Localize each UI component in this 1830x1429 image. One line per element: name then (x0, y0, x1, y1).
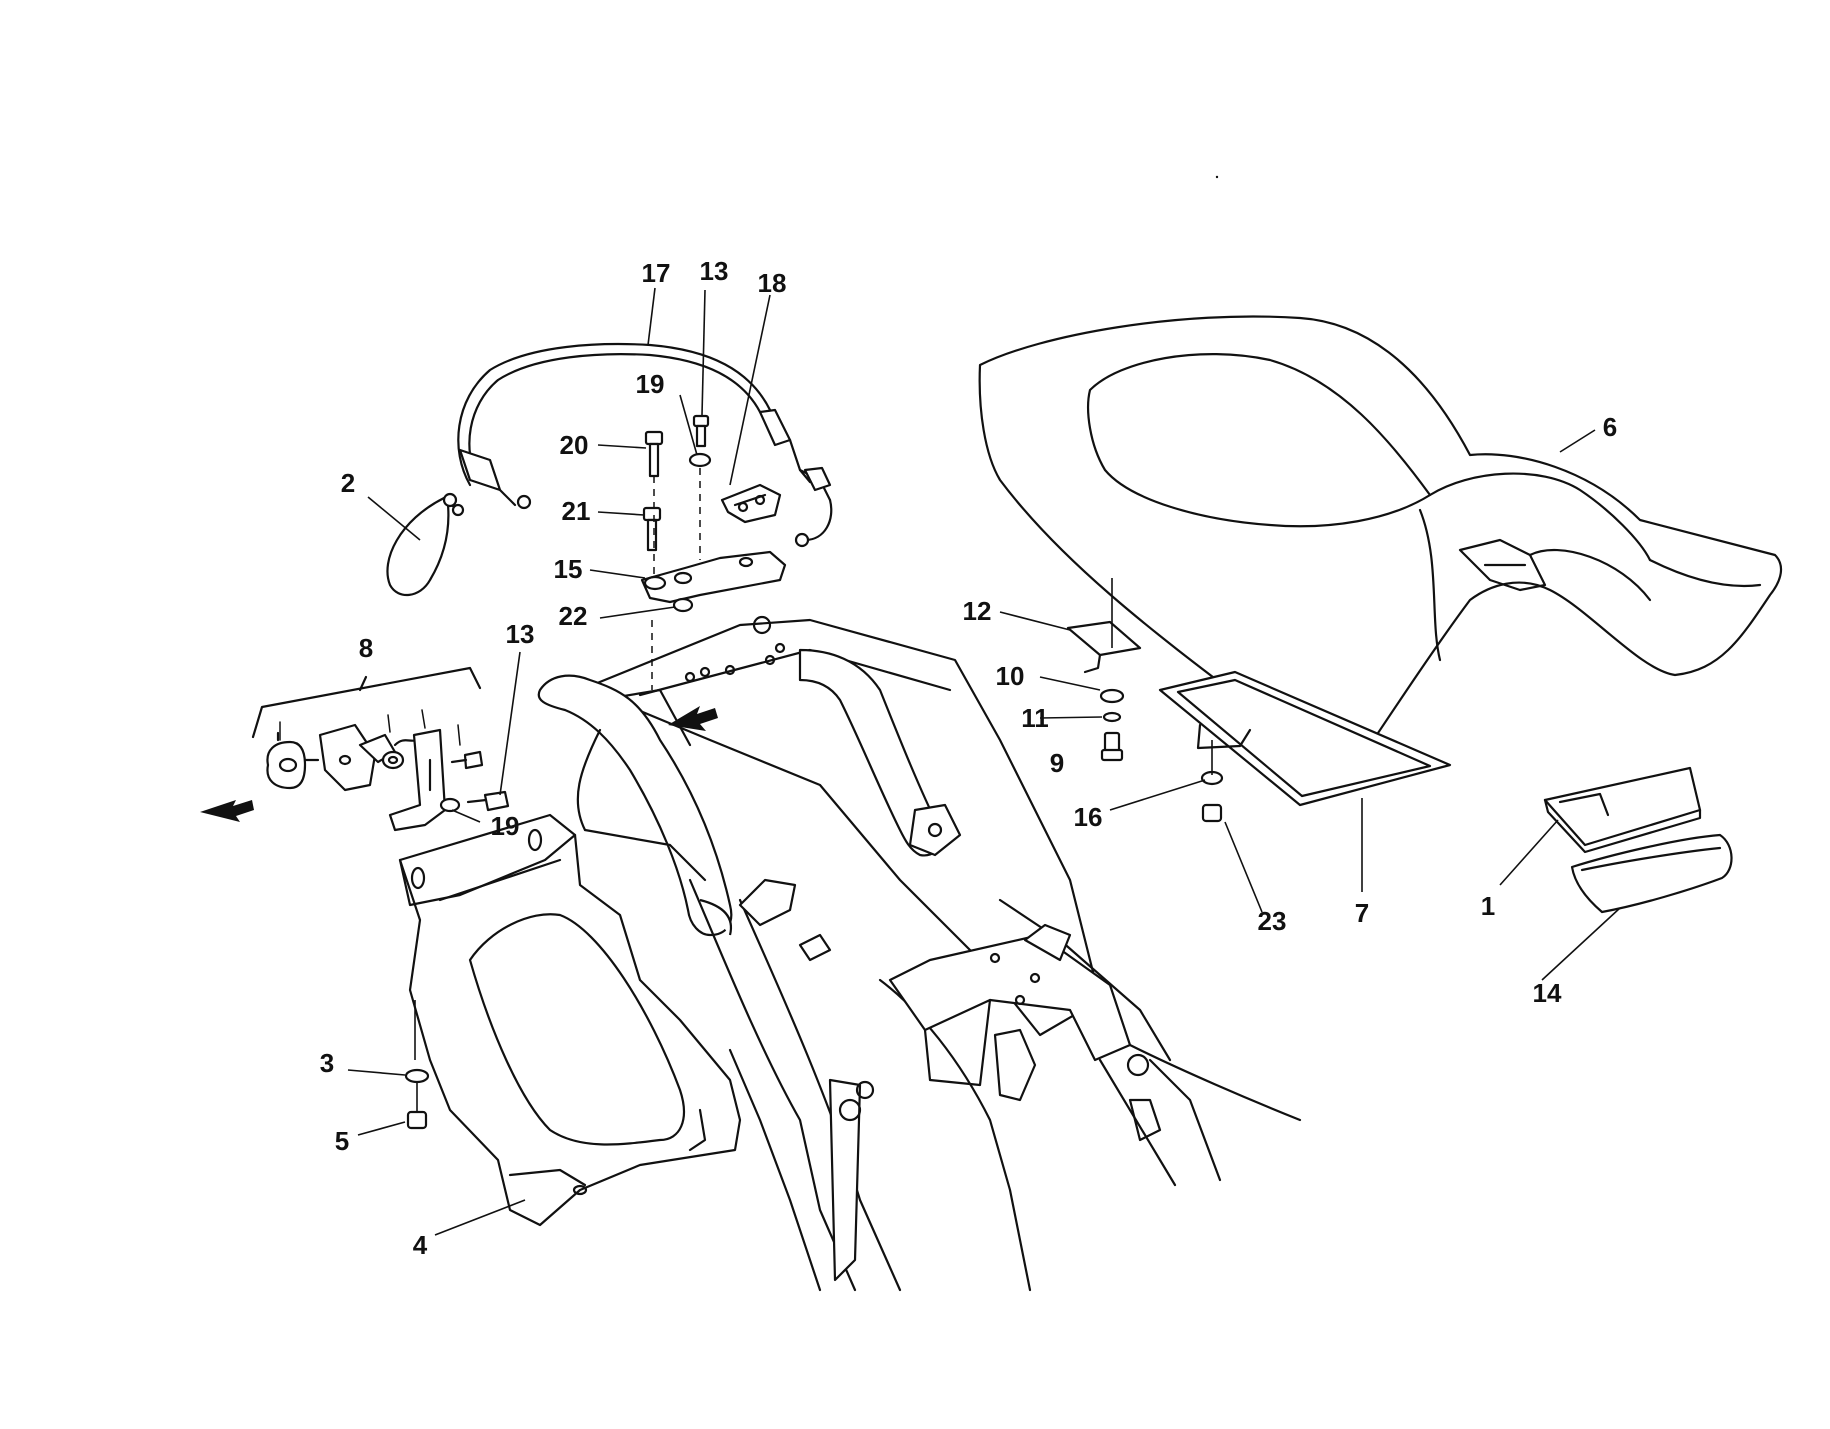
callout-15: 15 (554, 554, 583, 584)
undertray-part-4 (398, 813, 742, 1227)
callout-19-top: 19 (636, 369, 665, 399)
rear-subframe (537, 615, 1302, 1292)
lock-fasteners (642, 414, 712, 690)
callout-19-left: 19 (491, 811, 520, 841)
callout-4: 4 (413, 1230, 428, 1260)
part-callouts: 1 2 3 4 5 6 7 8 9 10 11 12 13 13 14 15 1… (320, 256, 1617, 1260)
callout-20: 20 (560, 430, 589, 460)
callout-16: 16 (1074, 802, 1103, 832)
callout-17: 17 (642, 258, 671, 288)
seat-hardware-group (1099, 688, 1224, 823)
callout-14: 14 (1533, 978, 1562, 1008)
leader-lines (347, 287, 1621, 1236)
callout-7: 7 (1355, 898, 1369, 928)
callout-8: 8 (359, 633, 373, 663)
callout-18: 18 (758, 268, 787, 298)
callout-23: 23 (1258, 906, 1287, 936)
seat-tray-part-7 (1158, 670, 1452, 807)
seat-part-6 (978, 315, 1783, 762)
callout-1: 1 (1481, 891, 1495, 921)
seat-release-cable-part-17 (457, 342, 833, 548)
callout-11: 11 (1021, 703, 1049, 733)
callout-6: 6 (1603, 412, 1617, 442)
lock-assembly-part-8 (200, 666, 510, 832)
callout-13-top: 13 (700, 256, 729, 286)
lock-bracket-part-15 (640, 550, 787, 604)
seat-bracket-part-12 (1066, 578, 1142, 674)
seat-pad-part-14 (1570, 833, 1733, 914)
callout-13-left: 13 (506, 619, 535, 649)
callout-21: 21 (562, 496, 591, 526)
undertray-fasteners (404, 1000, 430, 1130)
lock-catch-part-18 (720, 483, 782, 524)
stray-dot (1215, 175, 1219, 179)
callout-10: 10 (996, 661, 1025, 691)
seat-pad-part-1 (1543, 766, 1702, 854)
callout-12: 12 (963, 596, 992, 626)
callout-9: 9 (1050, 748, 1064, 778)
release-cable-part-2 (386, 492, 465, 596)
callout-2: 2 (341, 468, 355, 498)
callout-3: 3 (320, 1048, 334, 1078)
callout-22: 22 (559, 601, 588, 631)
callout-5: 5 (335, 1126, 349, 1156)
